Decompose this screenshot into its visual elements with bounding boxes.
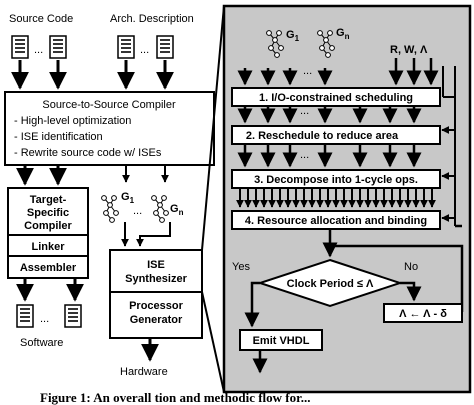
decision-arrows [244,224,464,328]
step-3-box [231,169,441,189]
compiler-item: - High-level optimization [14,115,131,127]
graph-g1-icon [101,195,119,223]
yes-label: Yes [232,261,250,273]
ise-synth-line1: ISE [147,259,165,271]
software-doc-icon [16,304,34,328]
step3-to-step4-arrows [236,189,436,208]
step-4-box [231,210,441,230]
graph-gn-label: Gn [170,203,184,217]
graph-g1-label: G1 [121,191,135,205]
target-compiler-line1: Target- [30,194,67,206]
compiler-item: - Rewrite source code w/ ISEs [14,147,162,159]
constraint-routing [441,66,456,226]
panel-g1-label: G1 [286,29,300,43]
procgen-line1: Processor [129,300,184,312]
lambda-update-label: Λ ← Λ - δ [399,308,447,320]
step-4-label: 4. Resource allocation and binding [245,215,427,227]
software-label: Software [20,337,63,349]
compiler-item: - ISE identification [14,131,103,143]
step-ellipsis: ... [300,105,309,117]
graph-gn-icon [151,195,169,223]
graphs-ellipsis: ... [133,205,142,217]
source-docs-ellipsis: ... [34,44,43,56]
source-to-source-compiler-box [4,91,215,166]
step1-to-step2-arrows [237,107,422,124]
toolchain-box [7,187,89,279]
assembler-label: Assembler [20,262,77,274]
linker-label: Linker [31,241,65,253]
clock-period-decision [256,258,404,308]
emit-vhdl-box [239,329,323,351]
arch-doc-icon [156,35,174,59]
step-3-label: 3. Decompose into 1-cycle ops. [254,174,418,186]
arch-description-label: Arch. Description [110,13,194,25]
source-doc-icon [11,35,29,59]
graph-to-ise-arrows [121,222,171,247]
step-2-box [231,125,441,145]
figure-caption: Figure 1: An overall tion and methodic f… [40,390,310,405]
emit-vhdl-label: Emit VHDL [253,335,310,347]
ise-synth-line2: Synthesizer [125,273,187,285]
panel-graphs-ellipsis: ... [303,65,312,77]
procgen-line2: Generator [130,314,183,326]
step-1-box [231,87,441,107]
compiler-arrows [16,166,67,186]
decision-label: Clock Period ≤ Λ [287,278,374,290]
software-doc-icon [64,304,82,328]
constraints-label: R, W, Λ [390,44,428,56]
input-arrows [11,60,174,90]
lambda-update-box [383,303,463,323]
target-compiler-line3: Compiler [24,220,72,232]
arch-doc-icon [117,35,135,59]
output-arrows [16,279,159,362]
zoom-connector [201,5,225,393]
ise-arrows [122,166,169,183]
step-1-label: 1. I/O-constrained scheduling [259,92,413,104]
step1-input-arrows [237,58,439,86]
arch-docs-ellipsis: ... [140,44,149,56]
no-label: No [404,261,418,273]
compiler-title: Source-to-Source Compiler [42,99,176,111]
target-compiler-line2: Specific [27,207,69,219]
source-code-label: Source Code [9,13,73,25]
step2-to-step3-arrows [237,145,422,168]
step-2-label: 2. Reschedule to reduce area [246,130,399,142]
step-ellipsis: ... [300,149,309,161]
panel-gn-label: Gn [336,27,350,41]
hardware-label: Hardware [120,366,168,378]
source-doc-icon [49,35,67,59]
software-docs-ellipsis: ... [40,313,49,325]
